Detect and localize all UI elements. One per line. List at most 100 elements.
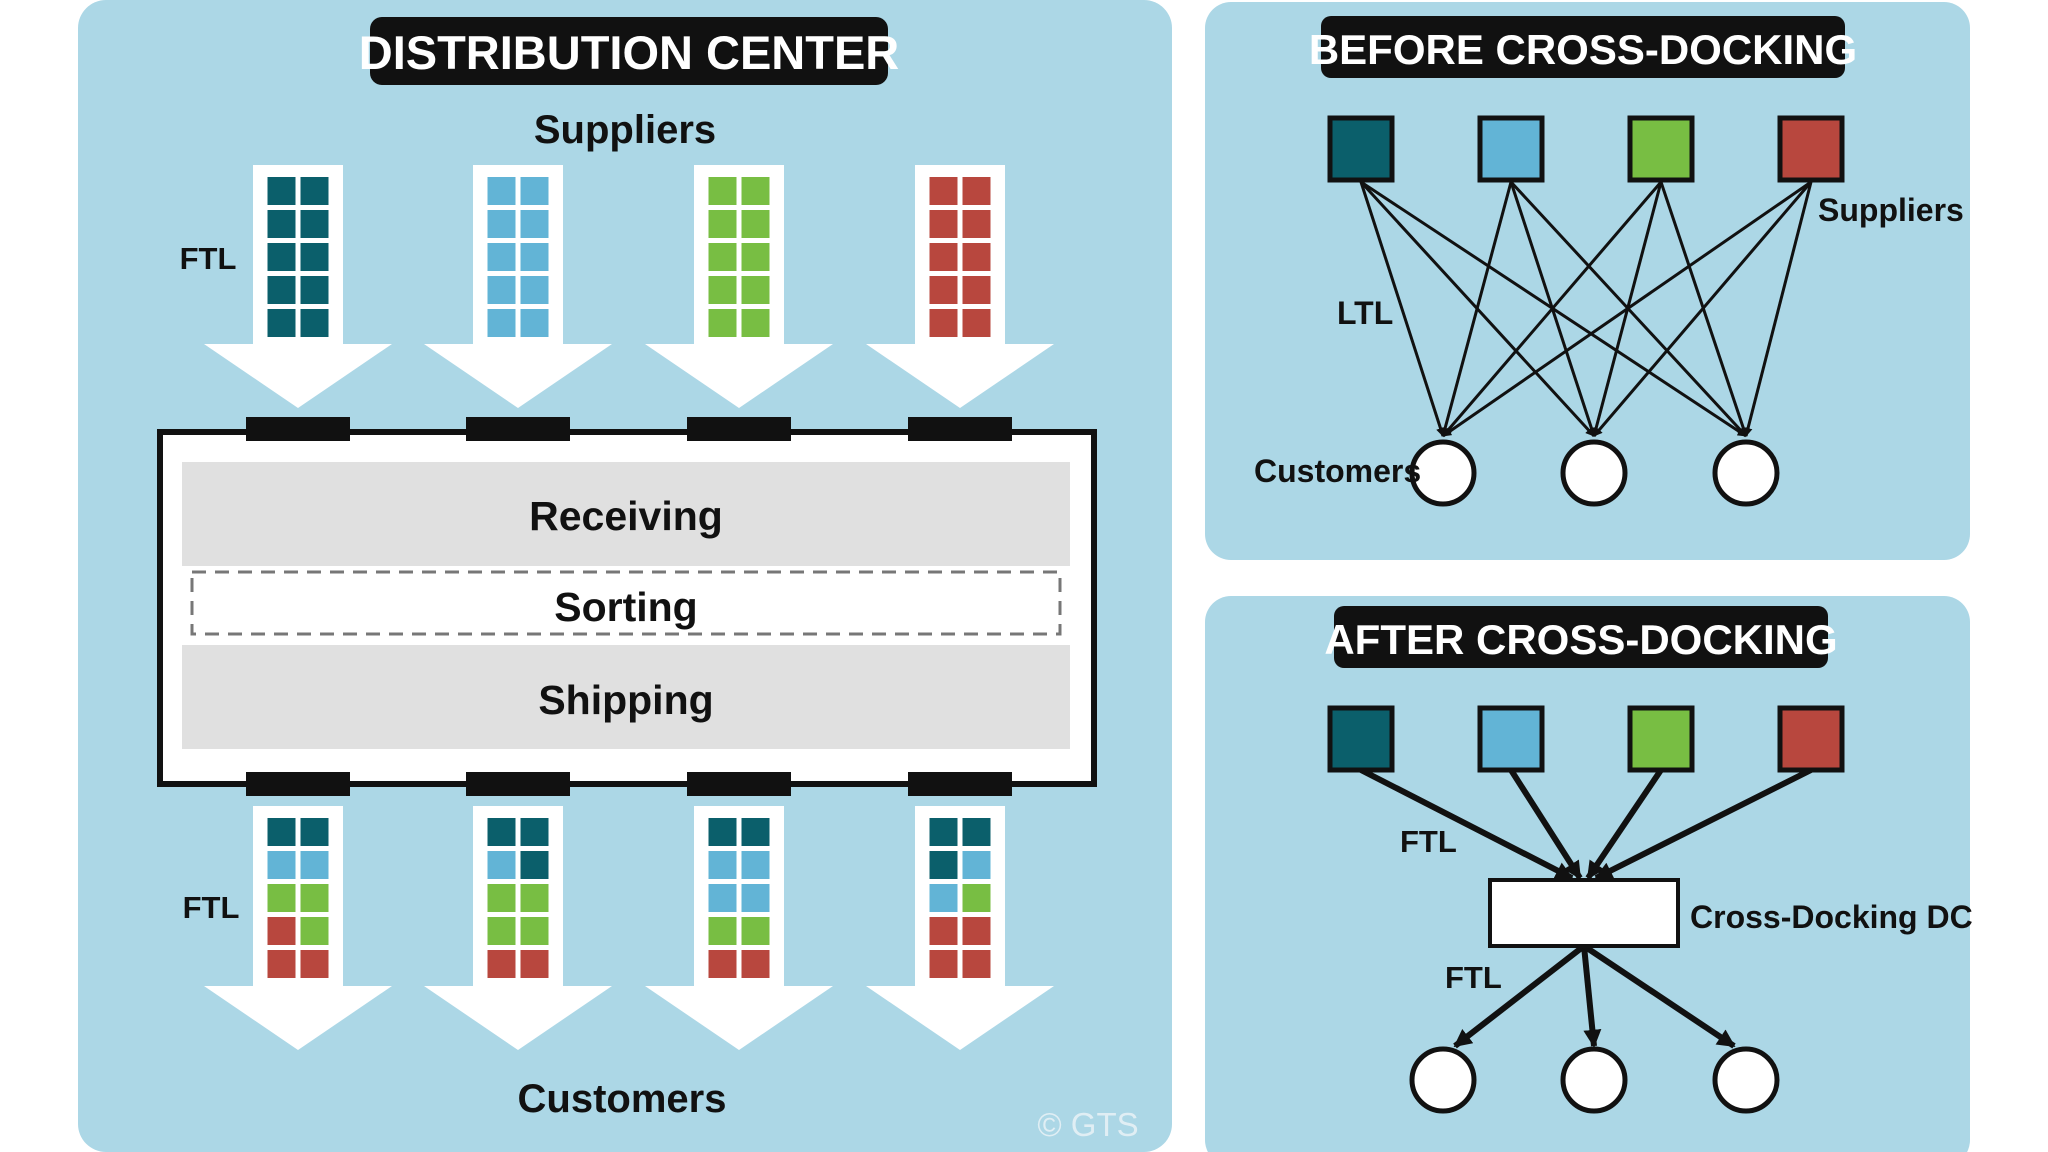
loading-docks <box>246 417 1012 796</box>
ltl-route-s4-c1 <box>1442 180 1812 438</box>
outbound-dock-2 <box>466 772 570 796</box>
cargo-pallet <box>708 950 737 978</box>
ltl-route-s2-c1 <box>1440 181 1513 437</box>
inbound-dock-2 <box>466 417 570 441</box>
distribution-center-title: DISTRIBUTION CENTER <box>359 17 900 85</box>
cargo-pallet <box>520 818 549 846</box>
ftl-outbound-route-3 <box>1582 943 1736 1049</box>
cargo-pallet <box>300 917 329 945</box>
inbound-dock-3 <box>687 417 791 441</box>
cargo-pallet <box>929 950 958 978</box>
distribution-center-title-text: DISTRIBUTION CENTER <box>359 26 900 79</box>
cross-docking-dc-box <box>1488 878 1680 948</box>
cargo-pallet <box>487 276 516 304</box>
outbound-truck-4 <box>866 806 1054 1050</box>
cargo-pallet <box>300 884 329 912</box>
cargo-pallet <box>708 177 737 205</box>
cargo-pallet <box>929 309 958 337</box>
cargo-pallet <box>520 917 549 945</box>
cargo-pallet <box>741 818 770 846</box>
receiving-label: Receiving <box>529 493 723 539</box>
ltl-route-s1-c1 <box>1359 181 1445 437</box>
cargo-pallet <box>741 309 770 337</box>
cargo-pallet <box>520 210 549 238</box>
inbound-dock-1 <box>246 417 350 441</box>
outbound-truck-1 <box>204 806 392 1050</box>
cargo-pallet <box>300 818 329 846</box>
after-ftl-outbound-label: FTL <box>1445 960 1502 995</box>
outbound-trucks <box>204 806 1054 1050</box>
after-title-text: AFTER CROSS-DOCKING <box>1324 616 1837 663</box>
cargo-pallet <box>929 243 958 271</box>
cargo-pallet <box>487 950 516 978</box>
before-customer-1 <box>1409 439 1477 507</box>
warehouse: Receiving Sorting Shipping <box>157 417 1097 796</box>
cargo-pallet <box>708 309 737 337</box>
outbound-truck-2 <box>424 806 612 1050</box>
before-supplier-4 <box>1777 115 1845 183</box>
ftl-inbound-route-1 <box>1359 767 1574 881</box>
cargo-pallet <box>741 950 770 978</box>
cargo-pallet <box>929 884 958 912</box>
cargo-pallet <box>300 309 329 337</box>
inbound-trucks <box>204 165 1054 408</box>
dc-ftl-inbound-label: FTL <box>180 241 237 276</box>
after-customer-3 <box>1712 1046 1780 1114</box>
cargo-pallet <box>487 177 516 205</box>
cargo-pallet <box>300 276 329 304</box>
cargo-pallet <box>520 309 549 337</box>
dc-customers-label: Customers <box>518 1077 727 1121</box>
ltl-route-s4-c3 <box>1743 181 1813 437</box>
cargo-pallet <box>929 818 958 846</box>
ftl-inbound-route-2 <box>1508 768 1583 880</box>
cargo-pallet <box>962 276 991 304</box>
before-customer-3 <box>1712 439 1780 507</box>
cargo-pallet <box>520 276 549 304</box>
cargo-pallet <box>962 884 991 912</box>
truck-arrow <box>424 165 612 408</box>
truck-arrow <box>204 165 392 408</box>
receiving-zone <box>182 462 1070 566</box>
cargo-pallet <box>520 243 549 271</box>
ltl-route-s3-c1 <box>1441 181 1663 437</box>
cargo-pallet <box>741 851 770 879</box>
after-supplier-1 <box>1327 705 1395 773</box>
inbound-truck-4 <box>866 165 1054 408</box>
ltl-route-s4-c2 <box>1592 181 1813 437</box>
cargo-pallet <box>487 243 516 271</box>
cargo-pallet <box>708 818 737 846</box>
cargo-pallet <box>267 917 296 945</box>
before-ltl-label: LTL <box>1337 295 1393 331</box>
truck-arrow <box>866 806 1054 1050</box>
cargo-pallet <box>487 917 516 945</box>
cargo-pallet <box>520 950 549 978</box>
cargo-pallet <box>962 243 991 271</box>
inbound-truck-1 <box>204 165 392 408</box>
cargo-pallet <box>962 851 991 879</box>
before-ltl-routes <box>1359 180 1813 438</box>
cargo-pallet <box>300 950 329 978</box>
cargo-pallet <box>300 177 329 205</box>
cargo-pallet <box>708 243 737 271</box>
cargo-pallet <box>708 917 737 945</box>
after-supplier-4 <box>1777 705 1845 773</box>
cargo-pallet <box>741 243 770 271</box>
truck-arrow <box>424 806 612 1050</box>
outbound-truck-3 <box>645 806 833 1050</box>
after-customer-2 <box>1560 1046 1628 1114</box>
after-supplier-2 <box>1477 705 1545 773</box>
shipping-zone <box>182 645 1070 749</box>
cargo-pallet <box>267 210 296 238</box>
shipping-label: Shipping <box>538 677 713 723</box>
ftl-inbound-route-4 <box>1594 767 1813 881</box>
dc-suppliers-label: Suppliers <box>534 108 716 152</box>
after-supplier-3 <box>1627 705 1695 773</box>
inbound-truck-2 <box>424 165 612 408</box>
cargo-pallet <box>708 884 737 912</box>
cargo-pallet <box>962 917 991 945</box>
cargo-pallet <box>708 276 737 304</box>
cross-docking-dc-label: Cross-Docking DC <box>1690 899 1973 935</box>
inbound-dock-4 <box>908 417 1012 441</box>
cargo-pallet <box>487 884 516 912</box>
